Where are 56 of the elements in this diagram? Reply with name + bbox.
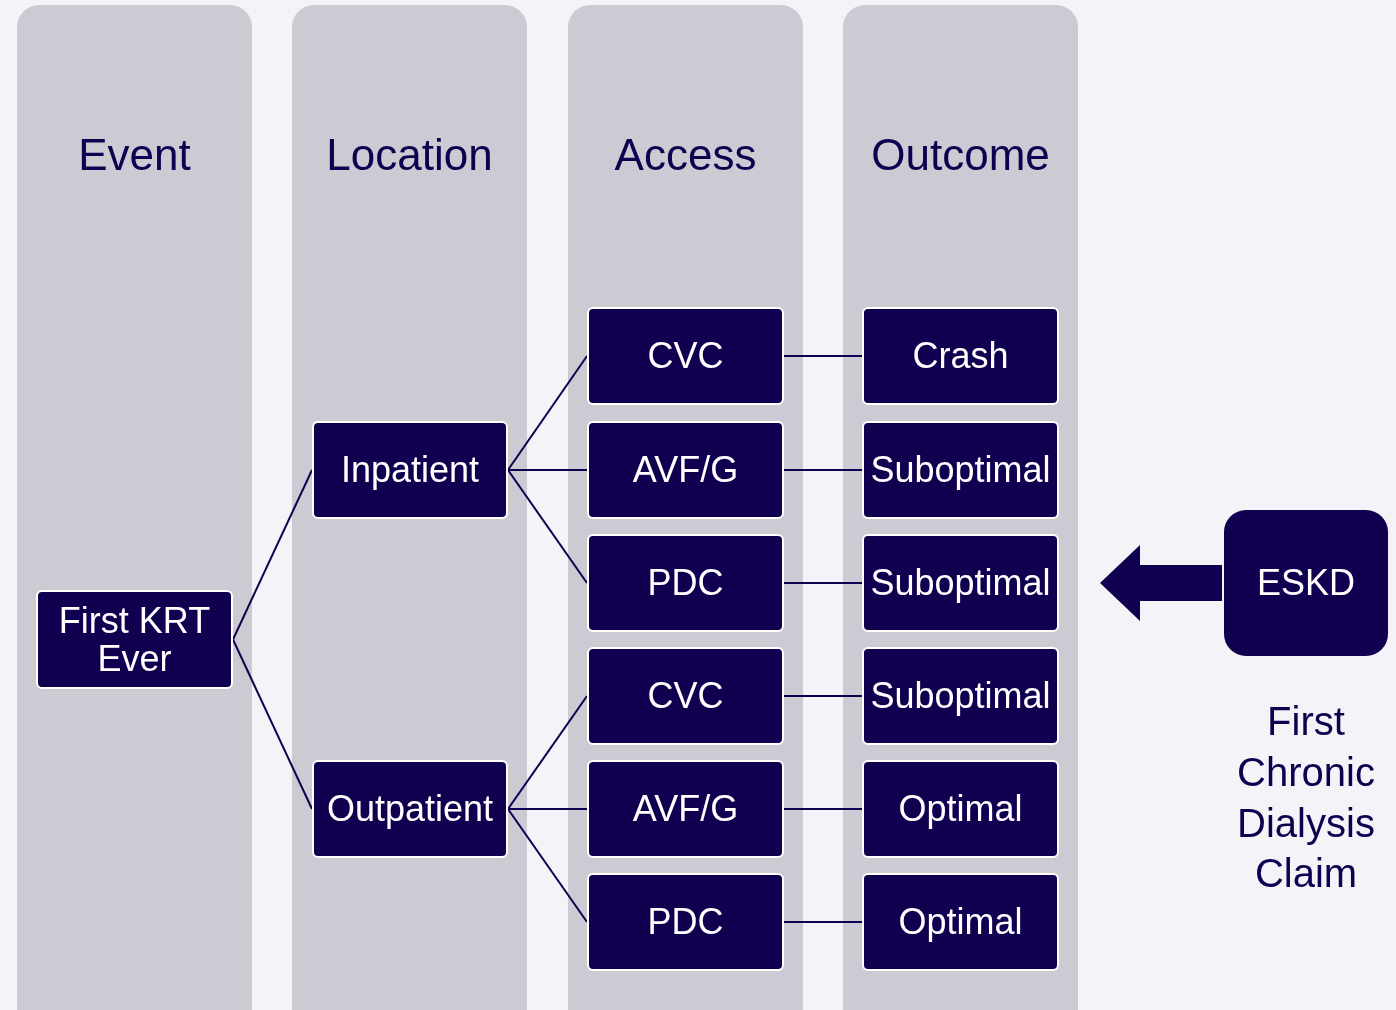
category-box [587, 534, 784, 632]
category-box [587, 760, 784, 858]
category-box [862, 760, 1059, 858]
column-band [292, 5, 527, 1010]
category-box [862, 873, 1059, 971]
category-box [862, 647, 1059, 745]
box-label: Optimal [898, 790, 1023, 828]
category-box [587, 647, 784, 745]
connector-line [232, 638, 313, 810]
box-label: Suboptimal [870, 564, 1051, 602]
box-label: PDC [647, 903, 724, 941]
connector-line [232, 469, 313, 641]
column-band [17, 5, 252, 1010]
column-heading: Location [325, 130, 494, 180]
box-label: Inpatient [340, 451, 480, 489]
connector-line [507, 695, 588, 810]
box-label: AVF/G [632, 790, 739, 828]
connector-line [783, 921, 863, 923]
box-label: Outpatient [326, 790, 494, 828]
connector-line [507, 469, 588, 471]
connector-line [507, 808, 588, 923]
category-box [862, 421, 1059, 519]
connector-line [783, 695, 863, 697]
column-heading: Event [77, 130, 192, 180]
block-arrow [1100, 545, 1222, 621]
category-box [312, 421, 508, 519]
connector-line [507, 355, 588, 471]
connector-line [507, 808, 588, 810]
box-label: AVF/G [632, 451, 739, 489]
box-label: PDC [647, 564, 724, 602]
box-label: CVC [647, 337, 724, 375]
category-box [1224, 510, 1388, 656]
box-label: First KRT Ever [57, 601, 212, 678]
category-box [312, 760, 508, 858]
box-label: CVC [647, 677, 724, 715]
connector-line [783, 808, 863, 810]
category-box [587, 873, 784, 971]
box-label: ESKD [1256, 564, 1355, 602]
connector-line [783, 582, 863, 584]
category-box [862, 534, 1059, 632]
column-heading: Access [613, 130, 758, 180]
box-label: Optimal [898, 903, 1023, 941]
category-box [36, 590, 233, 689]
connector-line [783, 469, 863, 471]
category-box [587, 421, 784, 519]
column-heading: Outcome [870, 130, 1051, 180]
column-band [843, 5, 1078, 1010]
connector-line [783, 355, 863, 357]
caption-text: First Chronic Dialysis Claim [1236, 698, 1376, 898]
category-box [862, 307, 1059, 405]
category-box [587, 307, 784, 405]
column-band [568, 5, 803, 1010]
box-label: Crash [912, 337, 1009, 375]
connector-line [507, 469, 588, 584]
box-label: Suboptimal [870, 677, 1051, 715]
box-label: Suboptimal [870, 451, 1051, 489]
